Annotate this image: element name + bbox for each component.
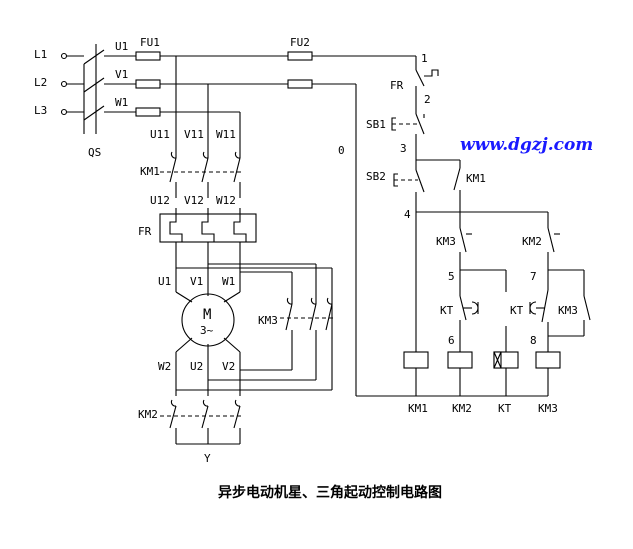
node-1: 1 <box>421 52 428 65</box>
label-l1: L1 <box>34 48 47 61</box>
motor-spec: 3~ <box>200 324 214 337</box>
km3-main-contacts <box>280 292 336 331</box>
label-km2-nc: KM2 <box>522 235 542 248</box>
motor-symbol: M <box>203 307 211 323</box>
label-motor-v1: V1 <box>190 275 203 288</box>
watermark: www.dgzj.com <box>460 135 593 155</box>
coil-label-km3: KM3 <box>538 402 558 415</box>
label-km2-main: KM2 <box>138 408 158 421</box>
label-fr-main: FR <box>138 225 152 238</box>
label-v12: V12 <box>184 194 204 207</box>
label-star-point: Y <box>204 452 211 465</box>
coil-label-km2: KM2 <box>452 402 472 415</box>
label-qs: QS <box>88 146 101 159</box>
coil-label-kt: KT <box>498 402 512 415</box>
label-fu2: FU2 <box>290 36 310 49</box>
qs-switch <box>83 44 105 134</box>
label-v1: V1 <box>115 68 128 81</box>
control-wiring <box>355 56 585 397</box>
label-km1-main: KM1 <box>140 165 160 178</box>
sb1-stop-button <box>391 113 425 135</box>
coil-label-km1: KM1 <box>408 402 428 415</box>
node-8: 8 <box>530 334 537 347</box>
label-v2: V2 <box>222 360 235 373</box>
label-w2: W2 <box>158 360 171 373</box>
label-motor-u1: U1 <box>158 275 171 288</box>
label-u2: U2 <box>190 360 203 373</box>
label-km3-main: KM3 <box>258 314 278 327</box>
sb2-start-button <box>393 160 425 193</box>
kt-delay-nc-contact <box>459 295 479 321</box>
node-7: 7 <box>530 270 537 283</box>
coil-km1 <box>403 351 429 369</box>
fr-thermal-element <box>159 208 257 258</box>
label-fu1: FU1 <box>140 36 160 49</box>
motor <box>181 293 235 347</box>
node-5: 5 <box>448 270 455 283</box>
label-l3: L3 <box>34 104 47 117</box>
label-w12: W12 <box>216 194 236 207</box>
label-km3-no: KM3 <box>558 304 578 317</box>
fuse-fu2 <box>287 51 313 89</box>
km2-star-contacts <box>160 399 244 445</box>
label-w1: W1 <box>115 96 128 109</box>
label-kt-nc: KT <box>440 304 454 317</box>
delta-wiring <box>176 263 333 391</box>
label-w11: W11 <box>216 128 236 141</box>
km1-holding-contact <box>453 167 461 191</box>
node-numbers: 1 2 3 4 5 6 7 8 <box>400 52 537 347</box>
label-neutral: 0 <box>338 144 345 157</box>
kt-delay-no-contact <box>529 289 549 323</box>
coil-km3 <box>535 351 561 369</box>
km2-nc-contact <box>547 227 560 253</box>
fr-nc-contact <box>415 69 439 87</box>
fuse-fu1 <box>135 51 161 117</box>
node-3: 3 <box>400 142 407 155</box>
coil-km2 <box>447 351 473 369</box>
label-km3-nc: KM3 <box>436 235 456 248</box>
km1-main-contacts <box>160 150 244 198</box>
label-motor-w1: W1 <box>222 275 235 288</box>
label-v11: V11 <box>184 128 204 141</box>
label-kt-no: KT <box>510 304 524 317</box>
label-sb1: SB1 <box>366 118 386 131</box>
label-u1: U1 <box>115 40 128 53</box>
km3-no-contact <box>583 295 591 321</box>
label-km1-hold: KM1 <box>466 172 486 185</box>
supply-terminals <box>60 52 84 116</box>
coil-kt <box>493 351 519 369</box>
label-sb2: SB2 <box>366 170 386 183</box>
label-u11: U11 <box>150 128 170 141</box>
km3-nc-contact <box>459 227 472 253</box>
label-fr-contact: FR <box>390 79 404 92</box>
power-feeders <box>175 56 241 150</box>
power-bus <box>104 55 416 113</box>
node-2: 2 <box>424 93 431 106</box>
diagram-caption: 异步电动机星、三角起动控制电路图 <box>218 484 442 501</box>
label-l2: L2 <box>34 76 47 89</box>
label-u12: U12 <box>150 194 170 207</box>
node-4: 4 <box>404 208 411 221</box>
node-6: 6 <box>448 334 455 347</box>
